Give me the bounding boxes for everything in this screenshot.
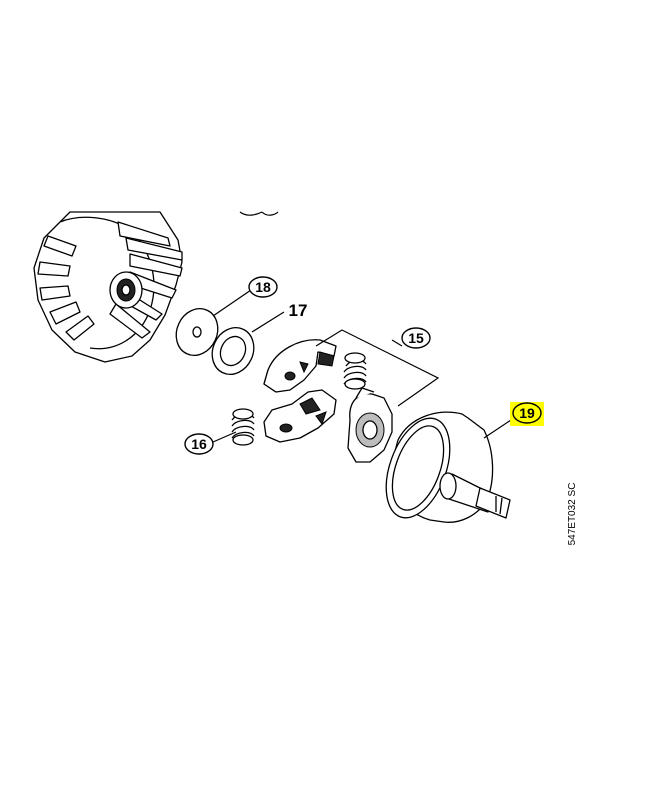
- callout-18-bubble: [248, 276, 278, 298]
- callout-19-bubble: [512, 402, 542, 424]
- callout-16-bubble: [184, 433, 214, 455]
- callout-17: 17: [289, 301, 308, 320]
- clutch-shoe-upper-part: [263, 339, 337, 393]
- drawing-code-label: 547ET032 SC: [567, 483, 578, 546]
- spring-part-upper: [343, 352, 367, 390]
- callout-19: 19: [510, 402, 544, 426]
- callout-15: 15: [401, 327, 431, 349]
- callout-16-label: 16: [191, 436, 207, 452]
- callout-16: 16: [184, 433, 214, 455]
- leader-lines: [212, 289, 515, 443]
- spring-part-16: [231, 408, 255, 446]
- callout-15-bubble: [401, 327, 431, 349]
- flywheel-fan-part: [33, 211, 183, 363]
- clutch-carrier-part: [347, 387, 393, 463]
- washer-part-18: [175, 308, 219, 356]
- washer-part-17: [211, 327, 255, 375]
- callout-17-label: 17: [289, 301, 308, 320]
- callout-18-label: 18: [255, 279, 271, 295]
- callout-19-label: 19: [519, 405, 535, 421]
- callout-18: 18: [248, 276, 278, 298]
- cropped-part-fragment: [239, 211, 279, 216]
- clutch-drum-part-19: [385, 411, 511, 523]
- callout-15-label: 15: [408, 330, 424, 346]
- clutch-shoe-lower-part: [263, 389, 337, 443]
